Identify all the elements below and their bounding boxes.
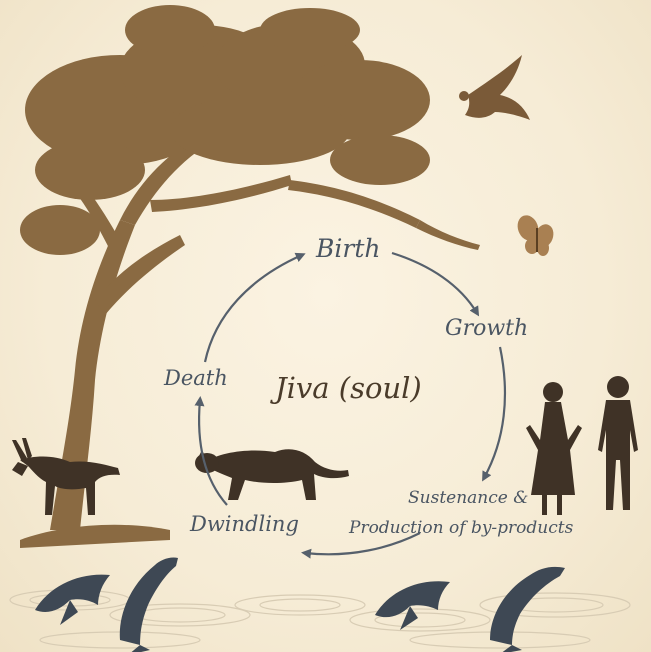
eagle-illustration bbox=[459, 55, 530, 120]
arrow-dwindling-to-death bbox=[199, 400, 227, 505]
stage-dwindling-label: Dwindling bbox=[190, 514, 299, 535]
water-ripples bbox=[10, 590, 630, 648]
center-label-jiva: Jiva (soul) bbox=[275, 374, 422, 403]
arrow-growth-to-sustenance bbox=[484, 347, 505, 478]
stage-sustenance-label-line2: Production of by-products bbox=[349, 520, 573, 537]
dolphins-illustration bbox=[35, 557, 565, 652]
arrow-birth-to-growth bbox=[392, 253, 477, 313]
stage-sustenance-label-line1: Sustenance & bbox=[408, 490, 528, 507]
stage-birth-label: Birth bbox=[316, 236, 380, 261]
stage-death-label: Death bbox=[164, 368, 228, 389]
couple-illustration bbox=[526, 376, 638, 515]
butterfly-illustration bbox=[514, 212, 556, 256]
stage-growth-label: Growth bbox=[445, 318, 528, 340]
arrow-death-to-birth bbox=[205, 255, 302, 362]
